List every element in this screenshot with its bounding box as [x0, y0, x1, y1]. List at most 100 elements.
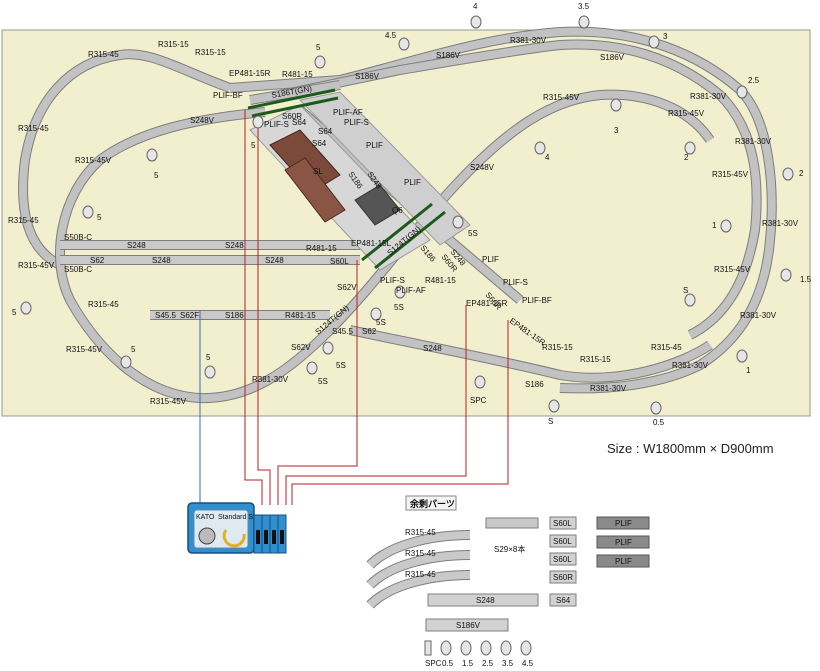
track-label: PLIF	[482, 255, 499, 264]
track-label: S248	[152, 256, 171, 265]
pier-label: 5S	[336, 361, 346, 370]
pier-marker	[534, 141, 546, 155]
track-label: Q6	[392, 206, 403, 215]
pier-label: 5S	[468, 229, 478, 238]
leftover-pier	[424, 640, 432, 656]
leftover-pier-label: 1.5	[462, 659, 474, 668]
layout-size-label: Size : W1800mm × D900mm	[607, 441, 774, 456]
pier-label: 5	[131, 345, 136, 354]
track-label: R481-15	[285, 311, 316, 320]
track-label: R481-15	[306, 244, 337, 253]
track-label: R315-45V	[543, 93, 580, 102]
pier-label: 5	[12, 308, 17, 317]
leftover-curve-label: R315-45	[405, 570, 436, 579]
leftover-curve-label: R315-45	[405, 549, 436, 558]
track-label: S45.5	[332, 327, 353, 336]
leftover-pier-label: 2.5	[482, 659, 494, 668]
track-label: R381-30V	[252, 375, 289, 384]
track-label: R315-45V	[66, 345, 103, 354]
track-label: S62	[362, 327, 377, 336]
track-label: R315-45V	[75, 156, 112, 165]
track-label: S60L	[330, 257, 349, 266]
pier-marker	[314, 55, 326, 69]
pier-label: 1	[746, 366, 751, 375]
pier-marker	[610, 98, 622, 112]
pier-label: 2	[799, 169, 804, 178]
leftover-s60-label: S60L	[553, 519, 572, 528]
track-label: S50B-C	[64, 233, 92, 242]
pier-marker	[20, 301, 32, 315]
leftover-s60	[549, 570, 577, 584]
pier-label: 4.5	[385, 31, 397, 40]
power-controller: KATO Standard S	[187, 502, 287, 554]
track-label: R381-30V	[740, 311, 777, 320]
leftover-pier	[500, 640, 512, 656]
track-label: R315-45	[18, 124, 49, 133]
pier-marker	[782, 167, 794, 181]
pier-marker	[394, 285, 406, 299]
track-label: S248	[423, 344, 442, 353]
track-label: PLIF-BF	[213, 91, 243, 100]
track-label: R315-45	[88, 300, 119, 309]
track-label: R481-15	[282, 70, 313, 79]
pier-marker	[398, 37, 410, 51]
leftover-s29	[485, 517, 539, 529]
track-label: S186	[525, 380, 544, 389]
track-label: S62F	[180, 311, 199, 320]
leftover-heading: 余剰パーツ	[409, 498, 455, 510]
track-label: EP481-15R	[229, 69, 271, 78]
leftover-pier	[440, 640, 452, 656]
track-label: S64	[312, 139, 327, 148]
track-label: PLIF-AF	[333, 108, 363, 117]
track-label: R315-45	[88, 50, 119, 59]
track-label: SL	[313, 167, 323, 176]
track-label: R315-45V	[668, 109, 705, 118]
pier-label: 3	[663, 32, 668, 41]
girder-top	[247, 88, 336, 110]
track-label: PLIF-S	[344, 118, 369, 127]
pier-marker	[82, 205, 94, 219]
leftover-s64	[549, 593, 577, 607]
track-label: R315-45V	[712, 170, 749, 179]
pier-marker	[252, 115, 264, 129]
track-label: R381-30V	[672, 361, 709, 370]
leftover-plif	[596, 554, 650, 568]
track-label: S248	[127, 241, 146, 250]
track-label: S	[548, 417, 553, 426]
pier-marker	[720, 219, 732, 233]
track-label: R315-45V	[150, 397, 187, 406]
controller-knob[interactable]	[198, 527, 216, 545]
pier-label: 5	[206, 353, 211, 362]
leftover-plif	[596, 535, 650, 549]
track-label: R315-15	[580, 355, 611, 364]
leftover-s248	[427, 593, 539, 607]
leftover-plif	[596, 516, 650, 530]
pier-label: 3	[614, 126, 619, 135]
feeder-wire-4	[285, 305, 467, 505]
pier-marker	[204, 365, 216, 379]
leftover-s60	[549, 552, 577, 566]
track-label: R381-30V	[735, 137, 772, 146]
track-label: PLIF-AF	[396, 286, 426, 295]
pier-marker	[470, 15, 482, 29]
track-label: S62	[90, 256, 105, 265]
pier-marker	[474, 375, 486, 389]
track-label: S248V	[470, 163, 495, 172]
track-label: R381-30V	[690, 92, 727, 101]
leftover-parts: 余剰パーツ R315-45 R315-45 R315-45 S29×8本 S60…	[366, 495, 650, 668]
leftover-s60-label: S60R	[553, 573, 573, 582]
leftover-plif-label: PLIF	[615, 538, 632, 547]
pier-marker	[736, 349, 748, 363]
leftover-s186v	[425, 618, 509, 632]
feeder-wire-1	[244, 110, 263, 505]
track-label: R315-45V	[714, 265, 751, 274]
pier-marker	[120, 355, 132, 369]
leftover-s186v-label: S186V	[456, 621, 481, 630]
track-label: PLIF	[366, 141, 383, 150]
leftover-pier-label: SPC	[425, 659, 442, 668]
controller-name: Standard S	[218, 514, 253, 521]
girder-mid	[374, 210, 446, 270]
leftover-pier-label: 0.5	[442, 659, 454, 668]
track-label: R315-15	[158, 40, 189, 49]
track-label: S186	[225, 311, 244, 320]
